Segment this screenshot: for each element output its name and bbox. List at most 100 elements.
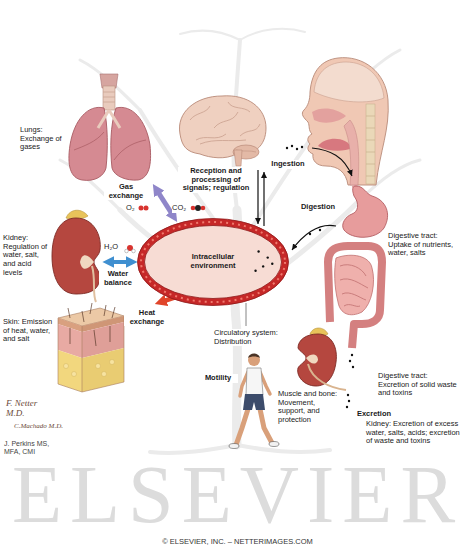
ingestion-arrow [301,146,303,148]
lungs-illustration [111,107,151,180]
digestive-tract-illustration [328,246,382,348]
process-label: Gas exchange [104,183,148,200]
skin-illustration [72,372,77,377]
organ-caption: Kidney: Regulation of water, salt, and a… [3,234,49,277]
right-kidney-illustration [308,364,346,390]
molecule-symbol: H₂O [104,243,124,252]
digestion-arrow [319,229,321,231]
head-illustration [312,109,346,123]
tree-watermark [180,31,240,40]
digestion-arrow [309,233,311,235]
excretion-dots [346,406,348,408]
ring-edge [138,219,289,306]
lungs-illustration [98,110,120,128]
excretion-dots [346,354,354,408]
organ-caption: Skin: Emission of heat, water, and salt [3,318,55,344]
head-illustration [302,58,388,185]
signal-arrows [258,170,264,226]
organ-caption: Kidney: Excretion of excess water, salts… [366,420,468,446]
skin-illustration [102,372,107,377]
gas-exchange-arrow [144,206,149,211]
process-label: Ingestion [268,160,308,169]
ingestion-arrow [296,148,298,150]
head-illustration [366,104,375,184]
digestion-arrow [292,225,336,250]
gas-symbol: O₂ [126,204,138,213]
artist-signature: C.Machado M.D. [14,422,66,430]
gas-exchange-arrow [195,205,201,211]
tree-watermark [80,60,140,110]
brain-illustration [179,96,266,166]
gas-exchange-arrow [139,192,206,214]
digestion-arrow [292,225,336,250]
tree-watermark [237,445,330,452]
head-illustration [314,62,384,102]
water-balance-arrow [125,249,129,253]
ring-edge [145,226,282,299]
walking-man-illustration [248,354,260,359]
organ-caption: Circulatory system: Distribution [214,329,292,346]
tree-watermark [150,445,237,453]
ring-band [141,222,285,302]
gas-exchange-arrow [191,206,196,211]
process-label: Reception and processing of signals; reg… [178,167,254,193]
intracellular-ring-node: Intracellular environment [137,218,289,306]
nutrient-dot [262,265,264,267]
walking-man-illustration [260,409,272,443]
nutrient-dot [257,250,259,252]
process-label: Motility [198,374,238,383]
water-balance-arrow [112,260,128,264]
lungs-illustration [69,74,151,180]
excretion-dots [349,360,351,362]
digestive-tract-illustration [340,265,368,307]
circulatory-leader-line [246,303,247,326]
circulatory-leader-line [246,303,247,326]
watermark: ELSEVIER [0,462,475,528]
skin-illustration [110,360,115,365]
brain-illustration [234,150,242,166]
head-illustration [366,116,375,176]
kidney-illustration [92,266,96,302]
digestive-tract-illustration [343,186,388,237]
walking-man-illustration [248,354,260,366]
skin-illustration [58,303,124,392]
tree-watermark [60,29,420,453]
skin-illustration [82,348,124,392]
digestive-tract-illustration [335,255,374,315]
head-illustration [318,139,352,151]
node-text: Intracellular environment [181,253,245,270]
ingestion-arrow [312,148,352,176]
kidney-illustration [52,210,100,302]
excretion-dots [348,400,350,402]
process-label: Excretion [352,410,396,419]
right-kidney-illustration [306,354,318,363]
signal-arrows [263,172,264,226]
organ-caption: Muscle and bone: Movement, support, and … [278,390,340,425]
excretion-dots [352,366,354,368]
lungs-illustration [103,86,115,110]
walking-man-illustration [246,368,263,395]
brain-illustration [190,102,260,144]
organ-caption: Digestive tract: Uptake of nutrients, wa… [388,232,462,258]
excretion-dots [351,354,353,356]
right-kidney-illustration [298,328,346,390]
tree-watermark [240,29,305,40]
artist-signature: J. Perkins MS, MFA, CMI [4,440,66,456]
process-label: Heat exchange [124,309,170,326]
artist-signature: F. Netter M.D. [6,398,56,419]
excretion-dots [347,394,349,396]
nutrient-dot [271,263,273,265]
skin-illustration [68,303,115,346]
signal-arrows [257,170,258,224]
copyright-notice: © ELSEVIER, INC. – NETTERIMAGES.COM [0,538,475,547]
organ-caption: Digestive tract: Excretion of solid wast… [378,372,460,398]
process-label: Digestion [298,203,338,212]
gas-exchange-arrow [139,206,144,211]
walking-man-illustration [243,394,265,410]
skin-illustration [58,350,82,392]
walking-man-illustration [236,409,248,445]
node-text-group: Intracellular environment [181,253,245,270]
skin-illustration [58,316,124,392]
ingestion-arrow [286,147,288,149]
